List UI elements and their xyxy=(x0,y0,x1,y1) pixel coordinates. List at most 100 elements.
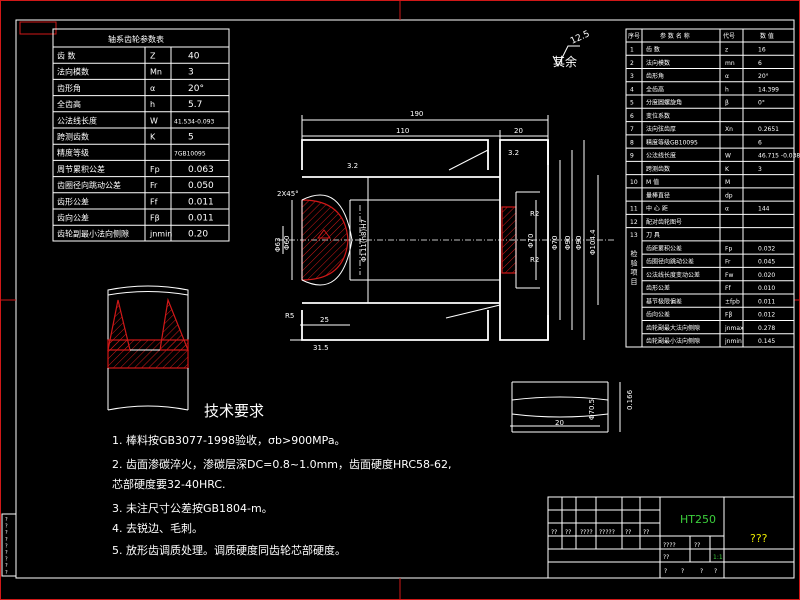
right-table-name: 齿形角 xyxy=(646,72,664,80)
left-table-value: 5 xyxy=(188,133,194,143)
left-table-label: 齿轮副最小法向侧隙 xyxy=(57,229,129,239)
tech-item: 芯部硬度要32-40HRC. xyxy=(112,477,226,491)
right-table-header: 代号 xyxy=(723,32,735,40)
right-table-name: 齿向公差 xyxy=(646,311,670,319)
left-table-label: 全齿高 xyxy=(57,99,81,109)
dim-r2b: R2 xyxy=(530,210,539,218)
title-block xyxy=(547,496,795,579)
right-table-name: 公法线长度变动公差 xyxy=(646,271,700,279)
dim-31-5: 31.5 xyxy=(313,344,329,352)
right-table-value: 0.145 xyxy=(758,338,775,345)
title-block-cell: ? xyxy=(714,568,717,575)
right-table-sym: z xyxy=(725,47,728,54)
right-table-no: 4 xyxy=(630,86,634,93)
dim-phi70c: Φ70.5 xyxy=(588,399,596,420)
left-table-sym: Fr xyxy=(150,181,158,190)
right-table-sym: M xyxy=(725,179,730,186)
right-table-sym: α xyxy=(725,73,729,80)
side-mark: ? xyxy=(5,570,8,576)
right-table-sym: K xyxy=(725,166,730,173)
left-table-label: 精度等级 xyxy=(57,148,89,158)
right-table-sym: Ff xyxy=(725,285,731,292)
dim-phi90b: Φ90 xyxy=(575,236,583,250)
right-table-sym: jnmax xyxy=(724,325,744,332)
right-table-sym: Fw xyxy=(725,272,733,279)
tech-item: 2. 齿面渗碳淬火，渗碳层深DC=0.8~1.0mm，齿面硬度HRC58-62, xyxy=(112,457,452,471)
dim-phi60: Φ60 xyxy=(283,236,291,250)
side-mark: ? xyxy=(5,537,8,543)
right-table-value: 0.012 xyxy=(758,312,775,319)
right-table-name: 基节极限偏差 xyxy=(646,297,682,305)
dim-20: 20 xyxy=(514,127,523,135)
title-block-cell: ?? xyxy=(565,529,571,536)
left-table-label: 齿 数 xyxy=(57,51,76,61)
title-block-cell: ?? xyxy=(625,529,631,536)
left-table-value: 20° xyxy=(188,84,204,94)
right-table-sym: α xyxy=(725,206,729,213)
dim-phi63: Φ63 xyxy=(274,238,282,252)
dim-phi70a: Φ70 xyxy=(527,234,535,248)
tech-item: 3. 未注尺寸公差按GB1804-m。 xyxy=(112,501,273,515)
tech-item: 5. 放形齿调质处理。调质硬度同齿轮芯部硬度。 xyxy=(112,543,346,557)
left-table-value: 0.011 xyxy=(188,214,214,224)
left-table-sym: Fp xyxy=(150,165,160,174)
right-table-value: 20° xyxy=(758,73,769,80)
right-table-no: 8 xyxy=(630,139,634,146)
right-table-value: 0° xyxy=(758,100,765,107)
tech-item: 1. 棒料按GB3077-1998验收，σb>900MPa。 xyxy=(112,433,346,447)
right-table-no: 13 xyxy=(630,232,638,239)
right-table-name: 变位系数 xyxy=(646,112,670,120)
right-table-name: 跨测齿数 xyxy=(646,165,670,173)
right-table-no: 2 xyxy=(630,60,634,67)
tb-scale: 1:1 xyxy=(713,554,723,561)
side-mark: ? xyxy=(5,530,8,536)
title-block-cell: ? xyxy=(681,568,684,575)
right-table-name: 齿圈径向跳动公差 xyxy=(646,258,694,266)
left-table-value: 7GB10095 xyxy=(174,151,206,158)
right-table-sym: Fβ xyxy=(725,312,732,319)
title-block-cell: ? xyxy=(700,568,703,575)
right-table-header: 参 数 名 称 xyxy=(660,32,690,40)
right-table-sym: ±fpb xyxy=(725,298,740,305)
right-table-no: 3 xyxy=(630,73,634,80)
right-table-value: 0.278 xyxy=(758,325,775,332)
dim-phi104: Φ104.4 xyxy=(589,229,597,255)
right-table-no: 12 xyxy=(630,219,638,226)
left-table-value: 40 xyxy=(188,52,200,62)
left-table-label: 齿圈径向跳动公差 xyxy=(57,180,121,190)
right-table-value: 16 xyxy=(758,47,766,54)
right-table-name: 公法线长度 xyxy=(646,152,676,160)
dim-angle: 2X45° xyxy=(277,190,299,198)
left-table-label: 齿形角 xyxy=(57,83,81,93)
title-block-cell: ???? xyxy=(580,529,593,536)
right-table-no: 10 xyxy=(630,179,638,186)
right-table-value: 6 xyxy=(758,60,762,67)
hatched-section-right xyxy=(501,206,517,274)
dim-phi90: Φ90 xyxy=(564,236,572,250)
left-table-sym: K xyxy=(150,133,156,142)
right-table-header: 序号 xyxy=(628,32,640,40)
dim-phi70b: Φ70 xyxy=(551,236,559,250)
title-block-cell: ????? xyxy=(599,529,615,536)
right-table-value: 144 xyxy=(758,206,770,213)
left-table-value: 5.7 xyxy=(188,100,202,110)
dim-190: 190 xyxy=(410,110,423,118)
left-table-value: 0.011 xyxy=(188,197,214,207)
right-table-value: 14.399 xyxy=(758,86,779,93)
left-table-sym: h xyxy=(150,100,155,109)
left-table-value: 0.20 xyxy=(188,230,208,240)
right-table-value: 0.032 xyxy=(758,245,775,252)
right-table-value: 0.011 xyxy=(758,298,775,305)
left-table-sym: Ff xyxy=(150,197,158,206)
right-table-sym: Xn xyxy=(725,126,733,133)
title-block-cell: ?? xyxy=(643,529,649,536)
title-block-cell: ?? xyxy=(551,529,557,536)
right-table-name: 齿距累积公差 xyxy=(646,244,682,252)
right-table-no: 1 xyxy=(630,47,634,54)
right-table-value: 0.010 xyxy=(758,285,775,292)
gasket-view xyxy=(510,381,621,433)
left-table-label: 齿形公差 xyxy=(57,196,89,206)
side-mark: ? xyxy=(5,550,8,556)
right-table-sym: Fp xyxy=(725,245,732,252)
dim-0-166: 0.166 xyxy=(626,389,634,410)
